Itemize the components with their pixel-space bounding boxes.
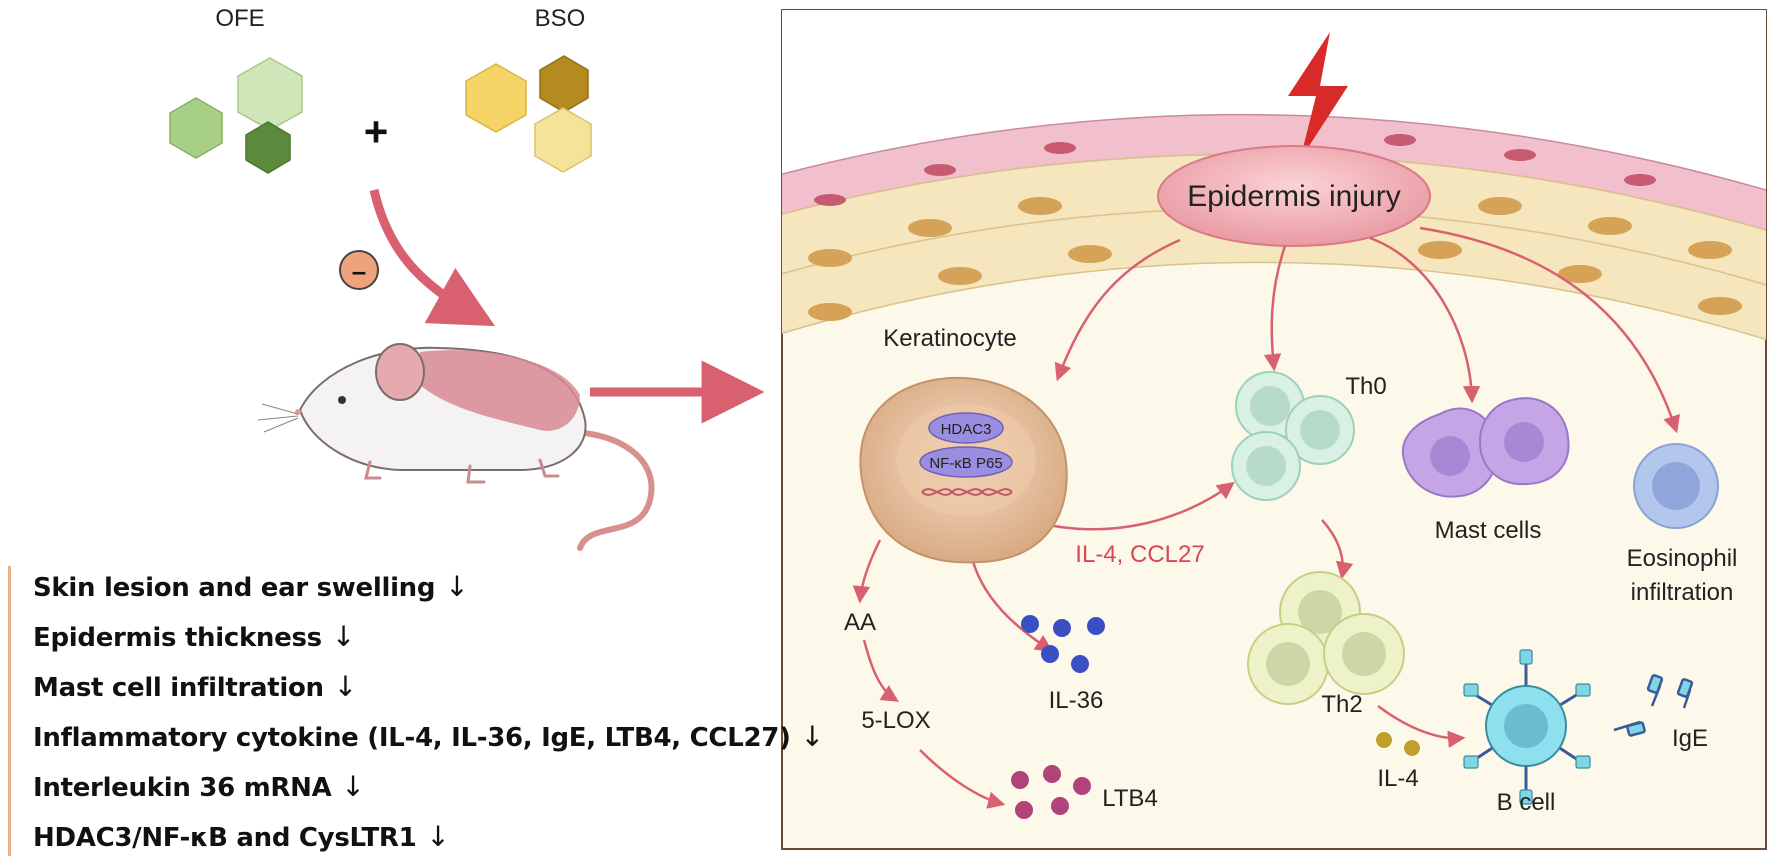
lox-label: 5-LOX bbox=[861, 707, 930, 734]
outcomes-list: Skin lesion and ear swelling ↓ Epidermis … bbox=[8, 566, 824, 856]
mast-label: Mast cells bbox=[1435, 517, 1542, 544]
down-arrow-icon: ↓ bbox=[333, 670, 357, 703]
mechanism-panel: Epidermis injury Keratinocyte HDAC3 N bbox=[781, 9, 1767, 850]
mouse-illustration bbox=[257, 343, 655, 551]
eosinophil-cell bbox=[1633, 443, 1719, 529]
outcome-item: HDAC3/NF-κB and CysLTR1 ↓ bbox=[33, 820, 450, 853]
hdac3-label: HDAC3 bbox=[941, 421, 992, 438]
ige-icons bbox=[1613, 674, 1694, 737]
down-arrow-icon: ↓ bbox=[426, 820, 450, 853]
il4-dots bbox=[1376, 732, 1420, 756]
th2-label: Th2 bbox=[1321, 691, 1362, 718]
ige-label: IgE bbox=[1672, 725, 1708, 752]
outcome-label: Mast cell infiltration bbox=[33, 673, 324, 703]
treatment-group: OFE BSO + – bbox=[169, 5, 592, 327]
il36-label: IL-36 bbox=[1049, 687, 1104, 714]
ofe-label: OFE bbox=[215, 5, 264, 32]
ltb4-dots bbox=[1011, 765, 1091, 819]
bso-hexagons bbox=[465, 55, 592, 173]
outcome-item: Inflammatory cytokine (IL-4, IL-36, IgE,… bbox=[33, 720, 824, 753]
il36-dots bbox=[1021, 615, 1105, 673]
th0-cells bbox=[1231, 371, 1355, 501]
inhibition-sign: – bbox=[352, 256, 366, 286]
b-cell bbox=[1463, 649, 1591, 805]
down-arrow-icon: ↓ bbox=[445, 570, 469, 603]
skin-layers bbox=[782, 10, 1766, 341]
outcome-item: Mast cell infiltration ↓ bbox=[33, 670, 357, 703]
outcome-label: Interleukin 36 mRNA bbox=[33, 773, 332, 803]
eosinophil-label-line2: infiltration bbox=[1631, 579, 1734, 606]
lightning-icon bbox=[1288, 32, 1348, 160]
down-arrow-icon: ↓ bbox=[331, 620, 356, 653]
outcome-label: Inflammatory cytokine (IL-4, IL-36, IgE,… bbox=[33, 723, 791, 753]
outcome-item: Epidermis thickness ↓ bbox=[33, 620, 355, 653]
injury-label: Epidermis injury bbox=[1187, 180, 1400, 213]
outcome-label: HDAC3/NF-κB and CysLTR1 bbox=[33, 823, 417, 853]
keratinocyte-cell bbox=[859, 376, 1068, 564]
outcome-label: Epidermis thickness bbox=[33, 623, 322, 653]
inhibition-badge bbox=[339, 250, 379, 290]
plus-sign: + bbox=[364, 108, 389, 155]
outcome-item: Interleukin 36 mRNA ↓ bbox=[33, 770, 365, 803]
bso-label: BSO bbox=[535, 5, 586, 32]
eosinophil-label-line1: Eosinophil bbox=[1627, 545, 1738, 572]
bcell-label: B cell bbox=[1497, 789, 1556, 816]
ltb4-label: LTB4 bbox=[1102, 785, 1158, 812]
outcome-label: Skin lesion and ear swelling bbox=[33, 573, 436, 603]
nfkb-label: NF-κB P65 bbox=[929, 455, 1002, 472]
aa-label: AA bbox=[844, 609, 876, 636]
injury-arrows bbox=[852, 226, 1680, 809]
il4-ccl27-label: IL-4, CCL27 bbox=[1075, 541, 1204, 568]
outcome-item: Skin lesion and ear swelling ↓ bbox=[33, 570, 469, 603]
down-arrow-icon: ↓ bbox=[800, 720, 824, 753]
injury-ellipse bbox=[1157, 145, 1431, 247]
th2-cells bbox=[1247, 571, 1405, 705]
mast-cells bbox=[1401, 397, 1570, 498]
down-arrow-icon: ↓ bbox=[341, 770, 365, 803]
ofe-hexagons bbox=[169, 57, 303, 174]
th0-label: Th0 bbox=[1345, 373, 1386, 400]
treatment-arrow bbox=[369, 188, 496, 327]
il4-label: IL-4 bbox=[1377, 765, 1418, 792]
keratinocyte-label: Keratinocyte bbox=[883, 325, 1016, 352]
